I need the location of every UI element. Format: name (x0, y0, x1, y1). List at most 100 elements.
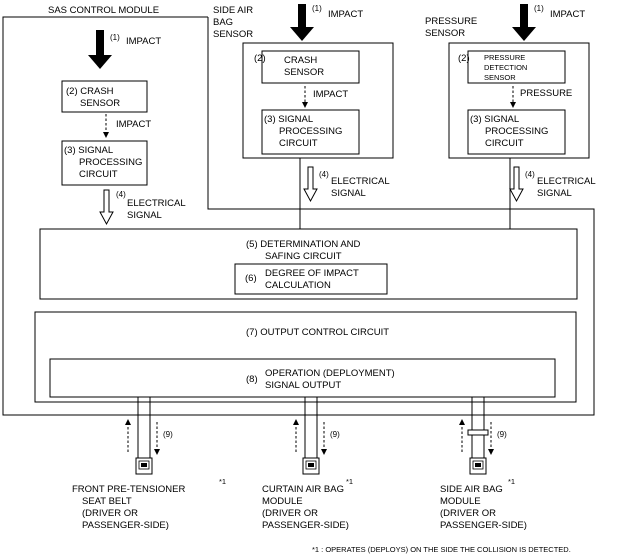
impact-arrow-side (290, 4, 314, 41)
pressure-detection-line2: DETECTION (484, 63, 527, 72)
svg-text:SIDE AIR BAG: SIDE AIR BAG (440, 484, 503, 495)
signal-processing-box-module (61, 140, 148, 186)
crash-sensor-line2: SENSOR (80, 98, 120, 109)
output-control-num: (7) (246, 327, 258, 338)
svg-text:CURTAIN AIR BAG: CURTAIN AIR BAG (262, 484, 344, 495)
degree-of-impact-box (234, 263, 388, 295)
electrical-line2-side: SIGNAL (331, 188, 366, 199)
svg-text:PASSENGER-SIDE): PASSENGER-SIDE) (262, 520, 349, 531)
impact-label-module-2: IMPACT (116, 119, 151, 130)
svg-text:(3) SIGNAL: (3) SIGNAL (264, 114, 313, 125)
operation-signal-box (49, 358, 556, 398)
sas-module-label: SAS CONTROL MODULE (48, 5, 159, 16)
side-airbag-connector-icon (469, 457, 487, 475)
impact-arrow-module (88, 30, 112, 69)
signal-proc-line3-side: CIRCUIT (279, 138, 318, 149)
signal-proc-num-side: (3) (264, 114, 276, 125)
svg-text:SEAT BELT: SEAT BELT (82, 496, 132, 507)
degree-line2: CALCULATION (265, 280, 331, 291)
pressure-detection-line1: PRESSURE (484, 53, 525, 62)
signal-processing-box-pressure (467, 109, 566, 155)
pressure-detection-box (467, 50, 566, 84)
svg-text:(5) DETERMINATION AND: (5) DETERMINATION AND (246, 239, 361, 250)
signal-proc-line1-module: SIGNAL (78, 145, 113, 156)
svg-text:MODULE: MODULE (440, 496, 481, 507)
crash-sensor-line1-side: CRASH (284, 55, 317, 66)
electrical-num-pressure: (4) (525, 170, 535, 179)
operation-line1: OPERATION (DEPLOYMENT) (265, 368, 395, 379)
electrical-num-side: (4) (319, 170, 329, 179)
svg-text:(7) OUTPUT CONTROL CIRCUIT: (7) OUTPUT CONTROL CIRCUIT (246, 327, 389, 338)
crash-sensor-box-module (61, 80, 148, 113)
output-control-label: OUTPUT CONTROL CIRCUIT (260, 327, 389, 338)
degree-line1: DEGREE OF IMPACT (265, 268, 359, 279)
svg-text:(3) SIGNAL: (3) SIGNAL (470, 114, 519, 125)
impact-arrow-pressure (512, 4, 536, 41)
impact-label-side-2: IMPACT (313, 89, 348, 100)
output-wires-side (459, 397, 494, 458)
signal-proc-line1-side: SIGNAL (278, 114, 313, 125)
signal-proc-line2-pressure: PROCESSING (485, 126, 548, 137)
impact-num-module: (1) (110, 33, 120, 42)
pressure-detection-line3: SENSOR (484, 73, 516, 82)
svg-text:PASSENGER-SIDE): PASSENGER-SIDE) (82, 520, 169, 531)
signal-proc-num-pressure: (3) (470, 114, 482, 125)
electrical-line2-module: SIGNAL (127, 210, 162, 221)
determination-line2: SAFING CIRCUIT (265, 251, 342, 262)
signal-proc-line3-pressure: CIRCUIT (485, 138, 524, 149)
svg-text:MODULE: MODULE (262, 496, 303, 507)
crash-sensor-num-side: (2) (254, 53, 266, 64)
electrical-line2-pressure: SIGNAL (537, 188, 572, 199)
pressure-detection-num: (2) (458, 53, 470, 64)
crash-sensor-num: (2) (66, 86, 78, 97)
deploy-num-3: (9) (497, 430, 507, 439)
determination-line1: DETERMINATION AND (260, 239, 360, 250)
electrical-signal-arrow-side (303, 166, 318, 203)
svg-text:(DRIVER OR: (DRIVER OR (262, 508, 318, 519)
crash-sensor-box-side (261, 50, 360, 84)
signal-proc-line2-side: PROCESSING (279, 126, 342, 137)
signal-proc-line2-module: PROCESSING (79, 157, 142, 168)
operation-num: (8) (246, 374, 258, 385)
svg-text:*1: *1 (346, 477, 353, 486)
signal-proc-line1-pressure: SIGNAL (484, 114, 519, 125)
svg-text:(DRIVER OR: (DRIVER OR (82, 508, 138, 519)
electrical-line1-pressure: ELECTRICAL (537, 176, 596, 187)
electrical-signal-arrow-pressure (509, 166, 524, 203)
svg-text:(3) SIGNAL: (3) SIGNAL (64, 145, 113, 156)
impact-num-side: (1) (312, 4, 322, 13)
impact-label-side: IMPACT (328, 9, 363, 20)
pretensioner-connector-icon (135, 457, 153, 475)
output-label-side-airbag: SIDE AIR BAG *1 MODULE (DRIVER OR PASSEN… (440, 477, 527, 531)
crash-sensor-line2-side: SENSOR (284, 67, 324, 78)
output-label-pretensioner: FRONT PRE-TENSIONER *1 SEAT BELT (DRIVER… (72, 477, 226, 531)
sas-module-outline (2, 16, 595, 416)
svg-text:PASSENGER-SIDE): PASSENGER-SIDE) (440, 520, 527, 531)
degree-num: (6) (245, 273, 257, 284)
output-wires-pretensioner (125, 397, 160, 458)
svg-text:(2) CRASH: (2) CRASH (66, 86, 114, 97)
pressure-sensor-label-2: SENSOR (425, 28, 465, 39)
svg-text:(DRIVER OR: (DRIVER OR (440, 508, 496, 519)
output-wires-curtain (293, 397, 327, 458)
signal-processing-box-side (261, 109, 360, 155)
curtain-connector-icon (302, 457, 320, 475)
determination-num: (5) (246, 239, 258, 250)
svg-text:FRONT PRE-TENSIONER: FRONT PRE-TENSIONER (72, 484, 185, 495)
pressure-sensor-label-1: PRESSURE (425, 16, 477, 27)
deploy-num-2: (9) (330, 430, 340, 439)
deploy-num-1: (9) (163, 430, 173, 439)
electrical-signal-arrow-module (99, 189, 114, 226)
crash-sensor-line1: CRASH (80, 86, 113, 97)
output-label-curtain: CURTAIN AIR BAG *1 MODULE (DRIVER OR PAS… (262, 477, 353, 531)
side-sensor-label-3: SENSOR (213, 29, 253, 40)
signal-proc-line3-module: CIRCUIT (79, 169, 118, 180)
impact-label-pressure: IMPACT (550, 9, 585, 20)
signal-proc-num-module: (3) (64, 145, 76, 156)
electrical-num-module: (4) (116, 190, 126, 199)
footnote: *1 : OPERATES (DEPLOYS) ON THE SIDE THE … (312, 545, 571, 554)
pressure-label: PRESSURE (520, 88, 572, 99)
electrical-line1-module: ELECTRICAL (127, 198, 186, 209)
side-sensor-label-2: BAG (213, 17, 233, 28)
